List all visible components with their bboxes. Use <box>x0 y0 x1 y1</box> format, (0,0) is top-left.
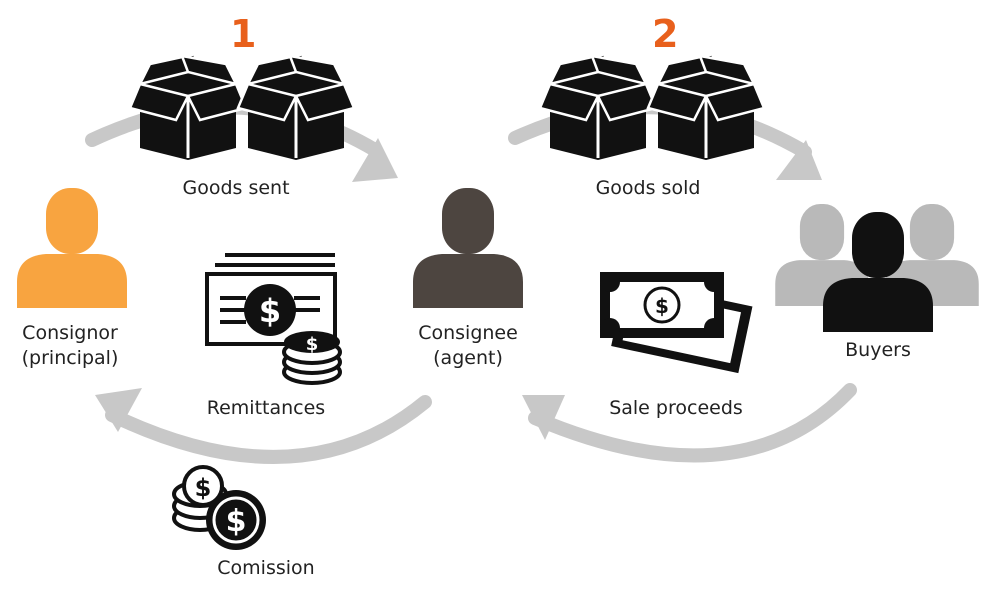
consignee-person-icon <box>413 188 523 308</box>
svg-text:$: $ <box>195 474 212 502</box>
consignee-label: Consignee (agent) <box>408 321 528 370</box>
banknote-icon: $ <box>600 272 753 374</box>
goods-sent-label: Goods sent <box>182 177 290 199</box>
svg-text:$: $ <box>259 292 281 330</box>
svg-text:$: $ <box>655 294 669 318</box>
commission-label: Comission <box>217 557 315 579</box>
buyers-label: Buyers <box>845 339 911 361</box>
step-1-number: 1 <box>230 12 257 56</box>
consignor-label-line2: (principal) <box>21 346 119 369</box>
commission-coins-icon: $ $ <box>172 465 266 550</box>
sale-proceeds-label: Sale proceeds <box>609 397 743 419</box>
box-icon <box>646 52 766 162</box>
consignee-label-line2: (agent) <box>433 346 503 369</box>
coin-stack-icon: $ <box>282 329 342 385</box>
box-icon <box>236 52 356 162</box>
consignor-label: Consignor (principal) <box>10 321 130 370</box>
box-icon <box>128 52 248 162</box>
goods-sold-label: Goods sold <box>595 177 701 199</box>
svg-text:$: $ <box>226 504 247 539</box>
consignee-label-line1: Consignee <box>418 322 518 344</box>
step-2-number: 2 <box>652 12 679 56</box>
consignor-label-line1: Consignor <box>22 322 118 344</box>
consignor-person-icon <box>17 188 127 308</box>
buyers-group-icon <box>775 204 979 332</box>
svg-text:$: $ <box>306 334 319 355</box>
remittances-arrow <box>95 388 432 464</box>
box-icon <box>538 52 658 162</box>
remittances-label: Remittances <box>206 397 326 419</box>
cash-stack-icon: $ <box>205 253 337 346</box>
sale-proceeds-arrow <box>522 383 857 463</box>
goods-sent-arrow <box>85 100 398 182</box>
